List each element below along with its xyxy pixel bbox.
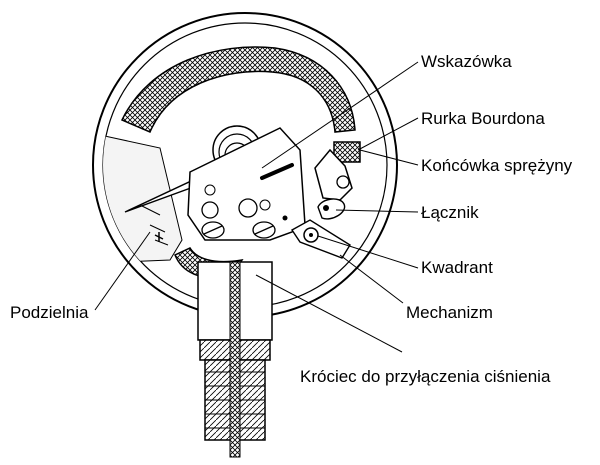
spring-end-piece bbox=[314, 141, 361, 201]
quadrant-arm bbox=[290, 219, 351, 259]
movement-plate bbox=[187, 127, 306, 241]
label-quadrant: Kwadrant bbox=[421, 258, 493, 277]
label-movement: Mechanizm bbox=[406, 303, 493, 322]
dial-plate bbox=[103, 134, 183, 263]
label-pointer: Wskazówka bbox=[421, 52, 512, 71]
pressure-connection-socket bbox=[197, 261, 273, 458]
label-connection: Króciec do przyłączenia ciśnienia bbox=[300, 367, 551, 386]
leader-lines bbox=[94, 61, 419, 353]
label-bourdon-tube: Rurka Bourdona bbox=[421, 109, 545, 128]
label-link: Łącznik bbox=[421, 203, 479, 222]
label-spring-end: Końcówka sprężyny bbox=[421, 156, 573, 175]
link-arm bbox=[317, 198, 346, 220]
label-dial: Podzielnia bbox=[10, 303, 89, 322]
